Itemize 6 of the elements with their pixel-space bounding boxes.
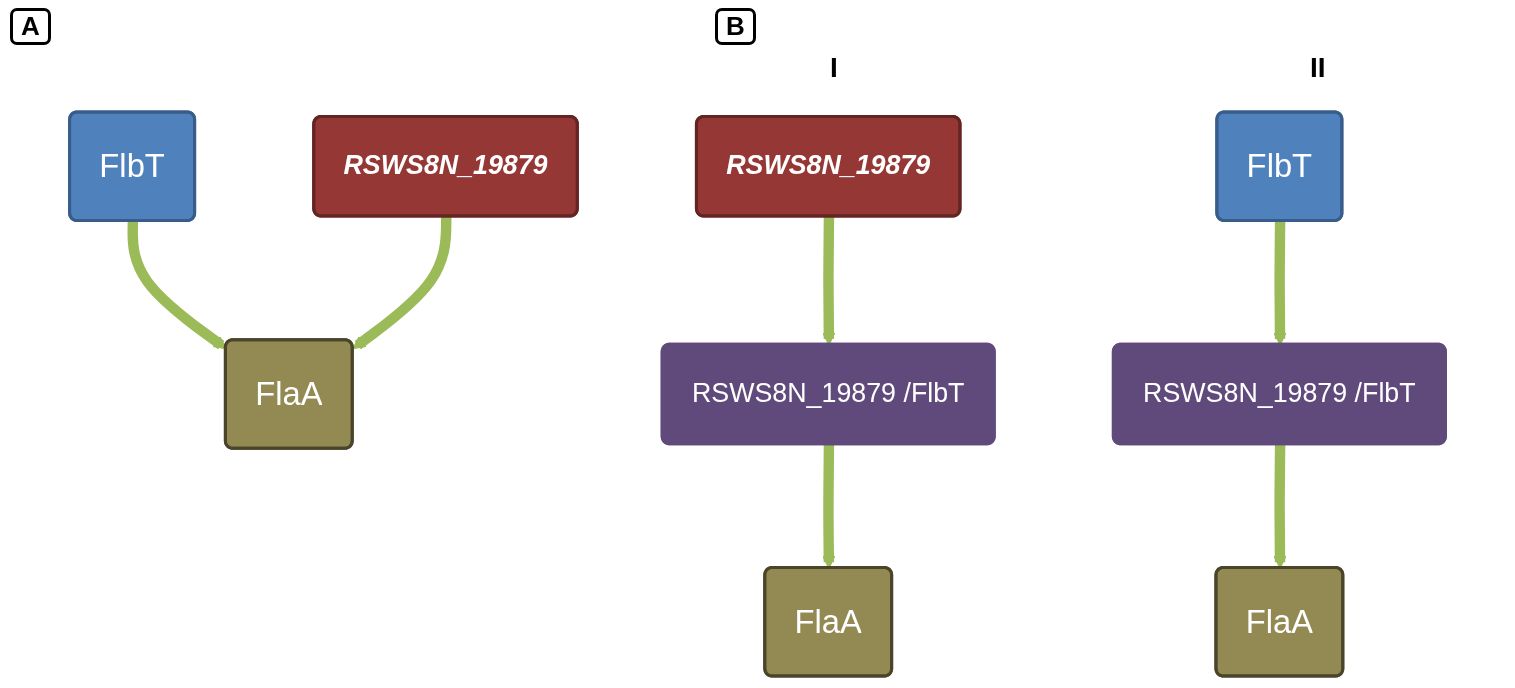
arrow — [127, 221, 227, 350]
panel-letter: A — [10, 8, 51, 45]
panel-letter: B — [715, 8, 756, 45]
arrow — [352, 216, 452, 350]
column-numeral: I — [830, 52, 838, 84]
column-numeral: II — [1310, 52, 1326, 84]
